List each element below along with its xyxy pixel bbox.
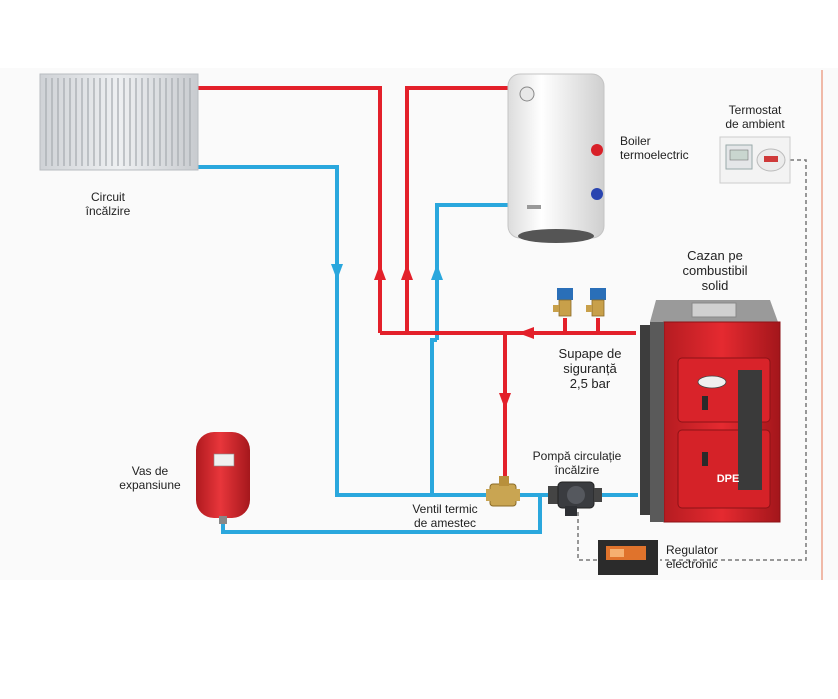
circuit-label-line-2: încălzire xyxy=(85,204,131,218)
arrow-up-hot-2 xyxy=(401,264,413,280)
boiler-top-badge xyxy=(519,86,535,102)
thermostat-label-line-2: de ambient xyxy=(725,117,785,131)
arrow-up-cold-2 xyxy=(431,264,443,280)
regulator-label-line-1: Regulator xyxy=(666,543,719,557)
pump-wire xyxy=(577,512,600,561)
ventil-label-line-1: Ventil termic xyxy=(412,502,478,516)
supape-label-line-1: Supape de xyxy=(558,346,622,361)
thermostat xyxy=(719,136,791,184)
hot-flow-arrows xyxy=(374,264,534,409)
cazan-vent-panel xyxy=(738,370,762,490)
regulator-label-line-2: electronic xyxy=(666,557,718,571)
arrow-up-hot-1 xyxy=(374,264,386,280)
cazan-label-line-3: solid xyxy=(701,278,729,293)
top-margin xyxy=(0,0,838,68)
cold-pipes xyxy=(197,165,638,534)
ventil-label: Ventil termic de amestec xyxy=(395,502,495,530)
vas-label-line-1: Vas de xyxy=(131,464,169,478)
thermostat-label: Termostat de ambient xyxy=(715,103,795,131)
boiler-logo-plate xyxy=(527,205,541,209)
boiler-cold-inlet xyxy=(591,188,603,200)
thermostat-screen xyxy=(729,149,749,161)
pompa-label: Pompă circulație încălzire xyxy=(522,449,632,477)
thermostat-indicator xyxy=(764,156,778,162)
regulator-label: Regulator electronic xyxy=(666,543,718,571)
cazan-label-line-2: combustibil xyxy=(682,263,748,278)
water-boiler xyxy=(507,73,605,243)
arrow-left-hot-3 xyxy=(518,327,534,339)
supape-label-line-3: 2,5 bar xyxy=(569,376,611,391)
hot-supply-radiator xyxy=(197,86,382,333)
boiler-hot-outlet xyxy=(591,144,603,156)
cazan-label-line-1: Cazan pe xyxy=(687,248,743,263)
cold-crossover xyxy=(430,338,437,495)
thermostat-wire xyxy=(660,159,807,561)
bottom-margin xyxy=(0,580,838,699)
ventil-label-line-2: de amestec xyxy=(413,516,477,530)
hot-supply-boiler xyxy=(405,86,515,333)
radiator xyxy=(39,73,199,171)
cazan-handle-1 xyxy=(702,396,708,410)
circuit-label-line-1: Circuit xyxy=(90,190,125,204)
cold-boiler-return xyxy=(435,203,515,340)
vas-label: Vas de expansiune xyxy=(110,464,190,492)
arrow-down-cold-1 xyxy=(331,264,343,280)
safety-valves xyxy=(553,288,606,317)
cold-return-radiator xyxy=(197,165,495,497)
safety-valve-1 xyxy=(553,288,573,317)
cazan-top-plate xyxy=(691,302,737,318)
cazan-label: Cazan pe combustibil solid xyxy=(660,248,770,293)
pompa-label-line-1: Pompă circulație xyxy=(532,449,622,463)
cazan-handle-2 xyxy=(702,452,708,466)
supape-label-line-2: siguranță xyxy=(563,361,617,376)
boiler-base xyxy=(518,229,594,243)
solid-fuel-boiler xyxy=(640,300,781,523)
cold-flow-arrows xyxy=(331,264,443,280)
vas-label-line-2: expansiune xyxy=(119,478,181,492)
mixing-valve xyxy=(486,476,520,507)
cazan-side-rail xyxy=(650,322,664,522)
supape-label: Supape de siguranță 2,5 bar xyxy=(540,346,640,391)
boiler-label-line-1: Boiler xyxy=(620,134,651,148)
circuit-label: Circuit încălzire xyxy=(58,190,158,218)
boiler-label: Boiler termoelectric xyxy=(620,134,689,162)
cazan-brand-oval xyxy=(697,375,727,389)
control-wires xyxy=(577,159,807,561)
circulation-pump xyxy=(548,481,602,516)
pompa-label-line-2: încălzire xyxy=(554,463,600,477)
arrow-down-hot-4 xyxy=(499,393,511,409)
cazan-brand-logo: DPE xyxy=(716,473,740,485)
cold-expansion-line xyxy=(221,495,542,534)
safety-valve-2 xyxy=(586,288,606,317)
boiler-label-line-2: termoelectric xyxy=(620,148,689,162)
thermostat-label-line-1: Termostat xyxy=(728,103,782,117)
electronic-regulator xyxy=(598,540,658,575)
radiator-fins xyxy=(45,78,191,166)
expansion-tank xyxy=(196,432,250,524)
